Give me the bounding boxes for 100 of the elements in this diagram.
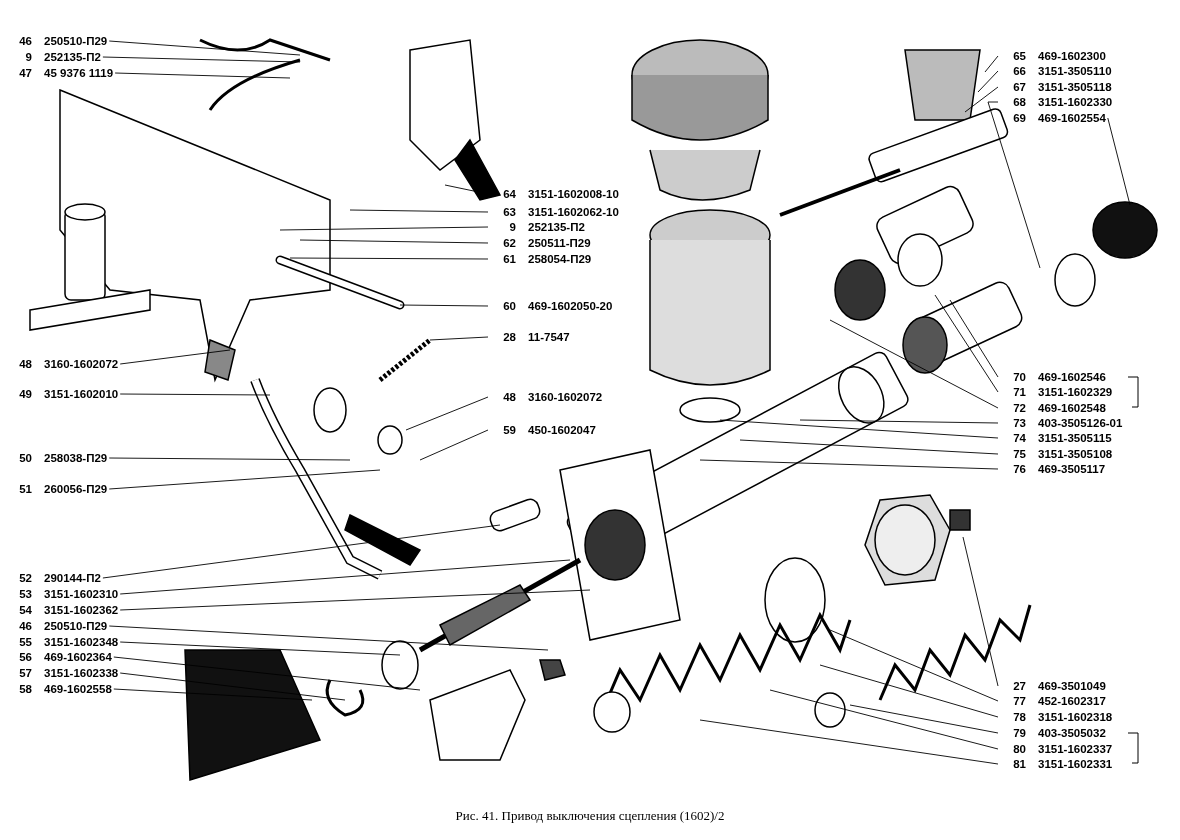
part-number: 469-1602546 bbox=[1038, 371, 1106, 383]
leader-line bbox=[119, 589, 591, 611]
leader-line bbox=[119, 641, 401, 656]
leader-line bbox=[399, 304, 489, 307]
callout-number: 72 bbox=[1012, 401, 1026, 415]
part-number: 450-1602047 bbox=[528, 424, 596, 436]
part-number: 3151-1602008-10 bbox=[528, 188, 619, 200]
callout-number: 56 bbox=[18, 650, 32, 664]
part-number: 469-1602050-20 bbox=[528, 300, 613, 312]
callout-number: 61 bbox=[502, 252, 516, 266]
part-number: 250510-П29 bbox=[44, 620, 108, 632]
callout-number: 58 bbox=[18, 682, 32, 696]
part-number: 252135-П2 bbox=[44, 51, 101, 63]
part-number: 469-1602558 bbox=[44, 683, 112, 695]
callout-number: 46 bbox=[18, 34, 32, 48]
callout-number: 70 bbox=[1012, 370, 1026, 384]
leader-line bbox=[119, 559, 571, 595]
part-number: 290144-П2 bbox=[44, 572, 101, 584]
callout-number: 50 bbox=[18, 451, 32, 465]
leader-line bbox=[113, 688, 313, 701]
callout-number: 62 bbox=[502, 236, 516, 250]
part-number: 452-1602317 bbox=[1038, 695, 1106, 707]
callout-number: 63 bbox=[502, 205, 516, 219]
part-number: 469-3501049 bbox=[1038, 680, 1106, 692]
leader-line bbox=[119, 393, 271, 396]
part-number: 3151-1602329 bbox=[1038, 386, 1113, 398]
callout-number: 81 bbox=[1012, 757, 1026, 771]
callout-number: 71 bbox=[1012, 385, 1026, 399]
leader-line bbox=[299, 239, 489, 244]
callout-number: 53 bbox=[18, 587, 32, 601]
figure-caption: Рис. 41. Привод выключения сцепления (1602)/2 bbox=[454, 808, 726, 824]
part-number: 469-1602548 bbox=[1038, 402, 1106, 414]
part-number: 252135-П2 bbox=[528, 221, 585, 233]
part-number: 250511-П29 bbox=[528, 237, 591, 249]
callout-number: 74 bbox=[1012, 431, 1026, 445]
callout-number: 48 bbox=[502, 390, 516, 404]
part-number: 45 9376 1119 bbox=[44, 67, 114, 79]
leader-line bbox=[829, 319, 999, 409]
part-number: 403-3505032 bbox=[1038, 727, 1106, 739]
leader-line bbox=[119, 672, 346, 701]
leader-line bbox=[962, 536, 999, 687]
leader-line bbox=[113, 656, 421, 691]
part-number: 3151-1602338 bbox=[44, 667, 119, 679]
part-number: 3151-3505108 bbox=[1038, 448, 1113, 460]
callout-number: 67 bbox=[1012, 80, 1026, 94]
leader-line bbox=[429, 336, 489, 341]
leader-line bbox=[819, 664, 999, 718]
part-number: 260056-П29 bbox=[44, 483, 108, 495]
leader-line bbox=[102, 524, 501, 579]
leader-line bbox=[102, 56, 301, 63]
leader-line bbox=[699, 719, 999, 765]
callout-number: 51 bbox=[18, 482, 32, 496]
leader-line bbox=[984, 55, 999, 73]
callout-number: 69 bbox=[1012, 111, 1026, 125]
callout-number: 65 bbox=[1012, 49, 1026, 63]
leader-line bbox=[405, 396, 489, 431]
callout-number: 54 bbox=[18, 603, 32, 617]
leader-line bbox=[987, 101, 1041, 269]
callout-number: 76 bbox=[1012, 462, 1026, 476]
leader-line bbox=[739, 439, 999, 455]
callout-number: 59 bbox=[502, 423, 516, 437]
callout-number: 73 bbox=[1012, 416, 1026, 430]
leader-line bbox=[419, 429, 489, 461]
leader-line bbox=[977, 70, 999, 93]
part-number: 11-7547 bbox=[528, 331, 570, 343]
leader-line bbox=[114, 72, 291, 79]
callout-number: 79 bbox=[1012, 726, 1026, 740]
leader-line bbox=[719, 419, 999, 439]
part-number: 3151-3505118 bbox=[1038, 81, 1112, 93]
leader-line bbox=[934, 294, 999, 393]
callout-number: 77 bbox=[1012, 694, 1026, 708]
part-number: 3151-3505110 bbox=[1038, 65, 1112, 77]
part-number: 3151-1602062-10 bbox=[528, 206, 619, 218]
leader-line bbox=[699, 459, 999, 470]
part-number: 3151-3505115 bbox=[1038, 432, 1112, 444]
leader-line bbox=[799, 419, 999, 424]
part-number: 469-1602300 bbox=[1038, 50, 1106, 62]
part-number: 469-1602364 bbox=[44, 651, 112, 663]
part-number: 403-3505126-01 bbox=[1038, 417, 1123, 429]
leader-line bbox=[108, 40, 301, 56]
part-number: 3151-1602310 bbox=[44, 588, 119, 600]
leader-line bbox=[949, 299, 999, 378]
leader-line bbox=[1107, 117, 1131, 206]
leader-line bbox=[289, 257, 489, 260]
part-number: 3151-1602331 bbox=[1038, 758, 1113, 770]
leader-line bbox=[964, 86, 999, 113]
callout-number: 27 bbox=[1012, 679, 1026, 693]
leader-line bbox=[349, 209, 489, 213]
leader-line bbox=[829, 629, 999, 702]
callout-number: 66 bbox=[1012, 64, 1026, 78]
part-number: 3151-1602330 bbox=[1038, 96, 1113, 108]
callout-number: 68 bbox=[1012, 95, 1026, 109]
callout-number: 64 bbox=[502, 187, 516, 201]
part-number: 3160-1602072 bbox=[528, 391, 603, 403]
callout-number: 52 bbox=[18, 571, 32, 585]
callout-number: 55 bbox=[18, 635, 32, 649]
callout-number: 80 bbox=[1012, 742, 1026, 756]
callout-number: 78 bbox=[1012, 710, 1026, 724]
part-number: 3151-1602337 bbox=[1038, 743, 1113, 755]
callout-number: 60 bbox=[502, 299, 516, 313]
